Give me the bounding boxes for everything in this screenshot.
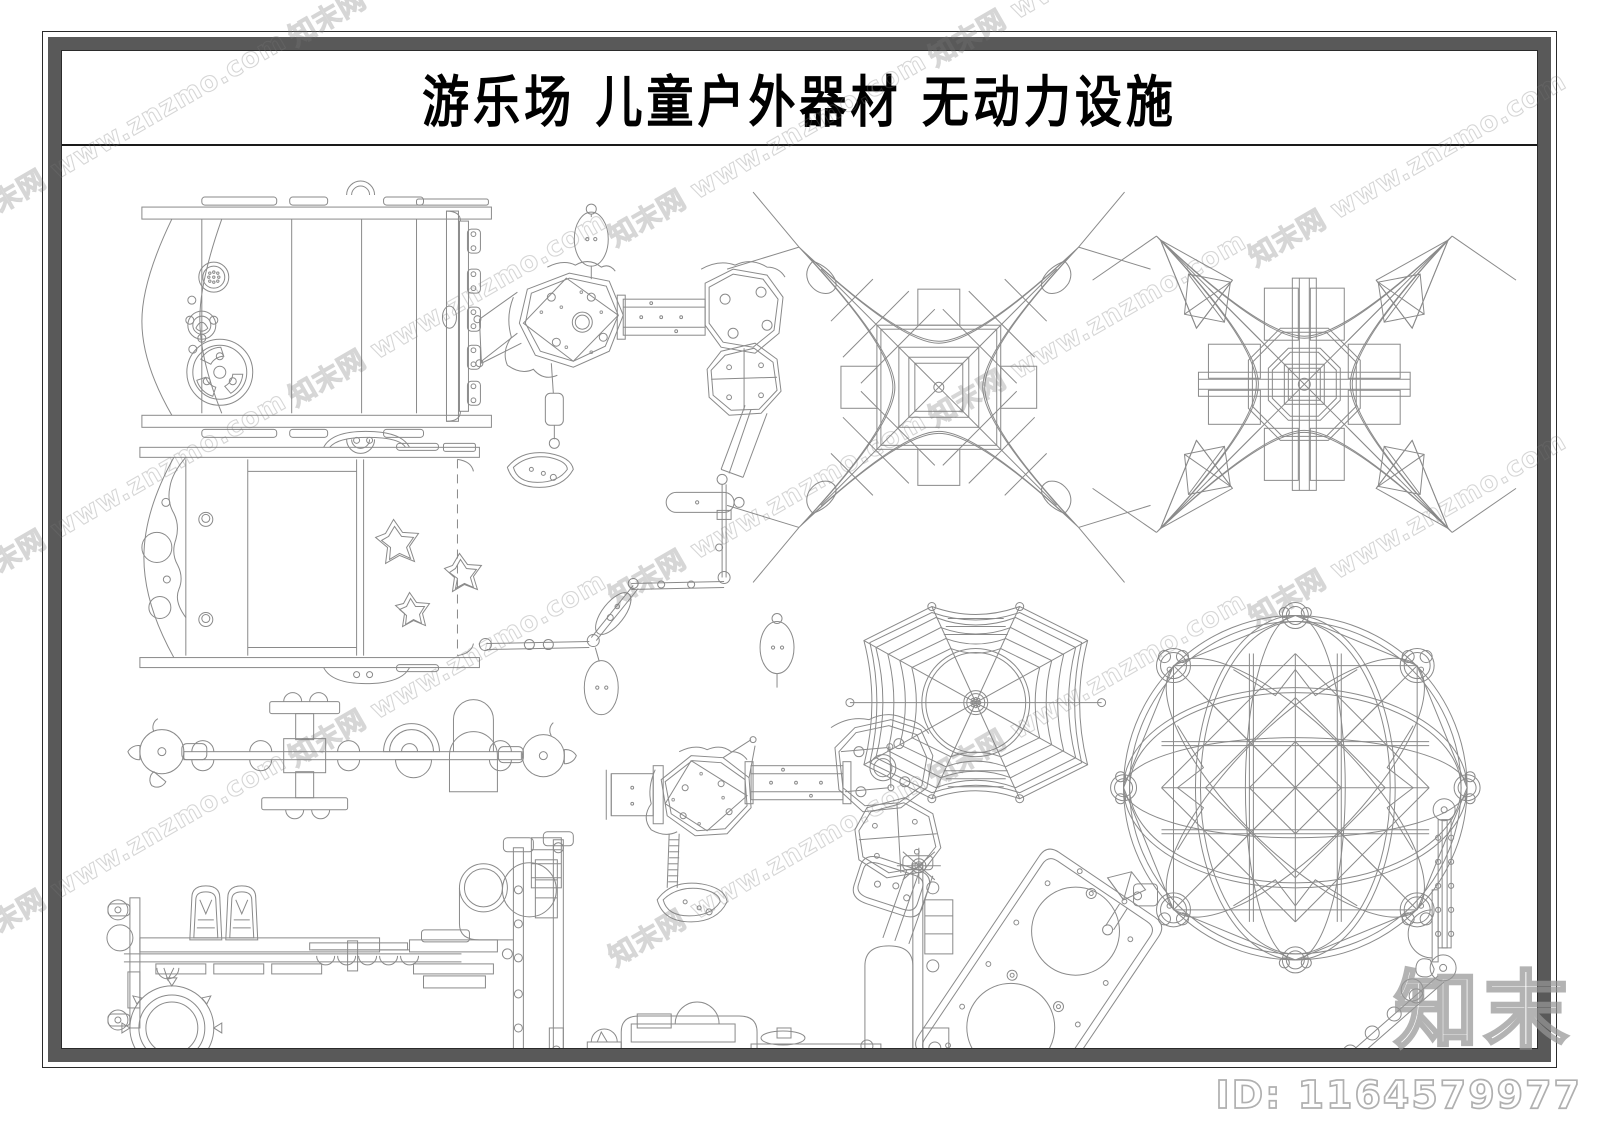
drawing-seesaw-balance-beam bbox=[127, 692, 577, 820]
drawing-rope-walk-path bbox=[478, 473, 745, 716]
watermark-id: ID: 1164579977 bbox=[1215, 1072, 1582, 1118]
drawing-spider-web-net bbox=[845, 602, 1107, 804]
drawing-hanging-pod bbox=[852, 856, 931, 918]
drawing-zipline-rope-path bbox=[1343, 798, 1457, 1048]
drawing-vehicle-plan-lower bbox=[139, 430, 483, 685]
drawing-canvas bbox=[62, 147, 1537, 1048]
drawing-star-net-canopy-right bbox=[1092, 235, 1517, 533]
drawing-geodesic-climbing-sphere bbox=[1110, 602, 1481, 974]
drawing-ramp-deck-panel bbox=[915, 848, 1163, 1048]
drawing-vehicle-plan-upper bbox=[141, 180, 492, 454]
drawing-obstacle-course-left bbox=[106, 837, 562, 1048]
cad-linework bbox=[106, 180, 1517, 1048]
watermark-logo: 知末 bbox=[1392, 961, 1574, 1062]
drawing-composite-playset-upper bbox=[473, 203, 786, 488]
page-title: 游乐场 儿童户外器材 无动力设施 bbox=[422, 70, 1177, 136]
drawing-composite-playset-lower bbox=[605, 613, 942, 945]
drawing-obstacle-course-mid bbox=[534, 831, 954, 1048]
sheet-frame: 游乐场 儿童户外器材 无动力设施 bbox=[48, 37, 1551, 1062]
sheet-inner-area: 游乐场 儿童户外器材 无动力设施 bbox=[61, 50, 1538, 1049]
drawing-star-net-canopy-left bbox=[726, 191, 1151, 583]
title-block: 游乐场 儿童户外器材 无动力设施 bbox=[62, 51, 1537, 146]
